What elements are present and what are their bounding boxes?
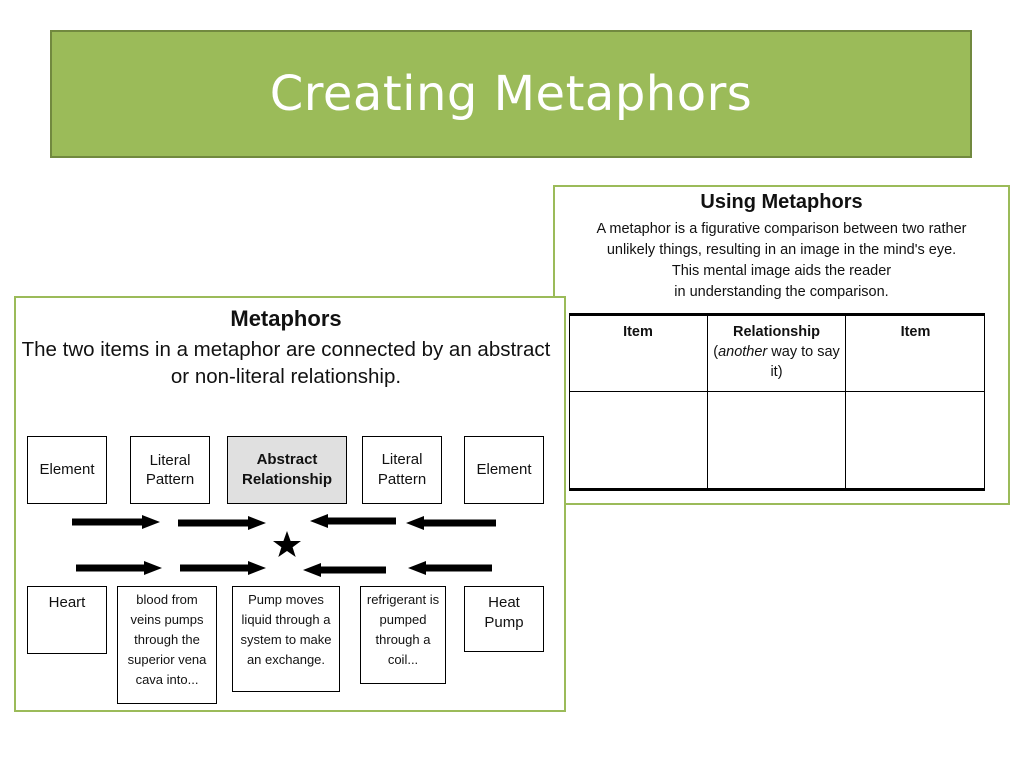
description-line: This mental image aids the reader	[671, 263, 892, 279]
element-box: Element	[27, 436, 107, 504]
arrowhead-icon	[142, 515, 160, 529]
element-box: Element	[464, 436, 544, 504]
table-header-relationship: Relationship (another way to say it)	[713, 324, 840, 380]
table-divider	[845, 316, 846, 488]
table-border-left	[569, 316, 570, 488]
using-metaphors-description: A metaphor is a figurative comparison be…	[561, 219, 1002, 303]
arrowhead-icon	[406, 516, 424, 530]
star-icon	[273, 531, 301, 557]
table-row-divider	[569, 391, 985, 392]
abstract-relationship-example-box: Pump moves liquid through a system to ma…	[232, 586, 340, 692]
using-metaphors-panel: Using Metaphors A metaphor is a figurati…	[553, 185, 1010, 505]
metaphors-description: The two items in a metaphor are connecte…	[21, 338, 551, 388]
description-line: A metaphor is a figurative comparison be…	[596, 221, 967, 237]
arrowhead-icon	[248, 516, 266, 530]
table-header-item: Item	[623, 324, 653, 340]
description-line: in understanding the comparison.	[674, 284, 889, 300]
abstract-relationship-box: Abstract Relationship	[227, 436, 347, 504]
title-banner: Creating Metaphors	[50, 30, 972, 158]
metaphors-title: Metaphors	[230, 306, 342, 331]
arrows-diagram	[72, 514, 496, 577]
arrowhead-icon	[248, 561, 266, 575]
literal-pattern-example-box: refrigerant is pumped through a coil...	[360, 586, 446, 684]
table-divider	[707, 316, 708, 488]
literal-pattern-box: Literal Pattern	[362, 436, 442, 504]
literal-pattern-example-box: blood from veins pumps through the super…	[117, 586, 217, 704]
heart-box: Heart	[27, 586, 107, 654]
arrowhead-icon	[144, 561, 162, 575]
metaphor-table: Item Relationship (another way to say it…	[569, 313, 985, 491]
heat-pump-box: Heat Pump	[464, 586, 544, 652]
table-border-right	[984, 316, 985, 488]
slide-title: Creating Metaphors	[269, 66, 753, 122]
literal-pattern-box: Literal Pattern	[130, 436, 210, 504]
description-line: unlikely things, resulting in an image i…	[606, 242, 957, 258]
table-header-item: Item	[900, 324, 931, 340]
using-metaphors-title: Using Metaphors	[700, 191, 863, 213]
arrowhead-icon	[310, 514, 328, 528]
arrowhead-icon	[408, 561, 426, 575]
arrowhead-icon	[303, 563, 321, 577]
metaphors-panel: Metaphors The two items in a metaphor ar…	[14, 296, 566, 712]
